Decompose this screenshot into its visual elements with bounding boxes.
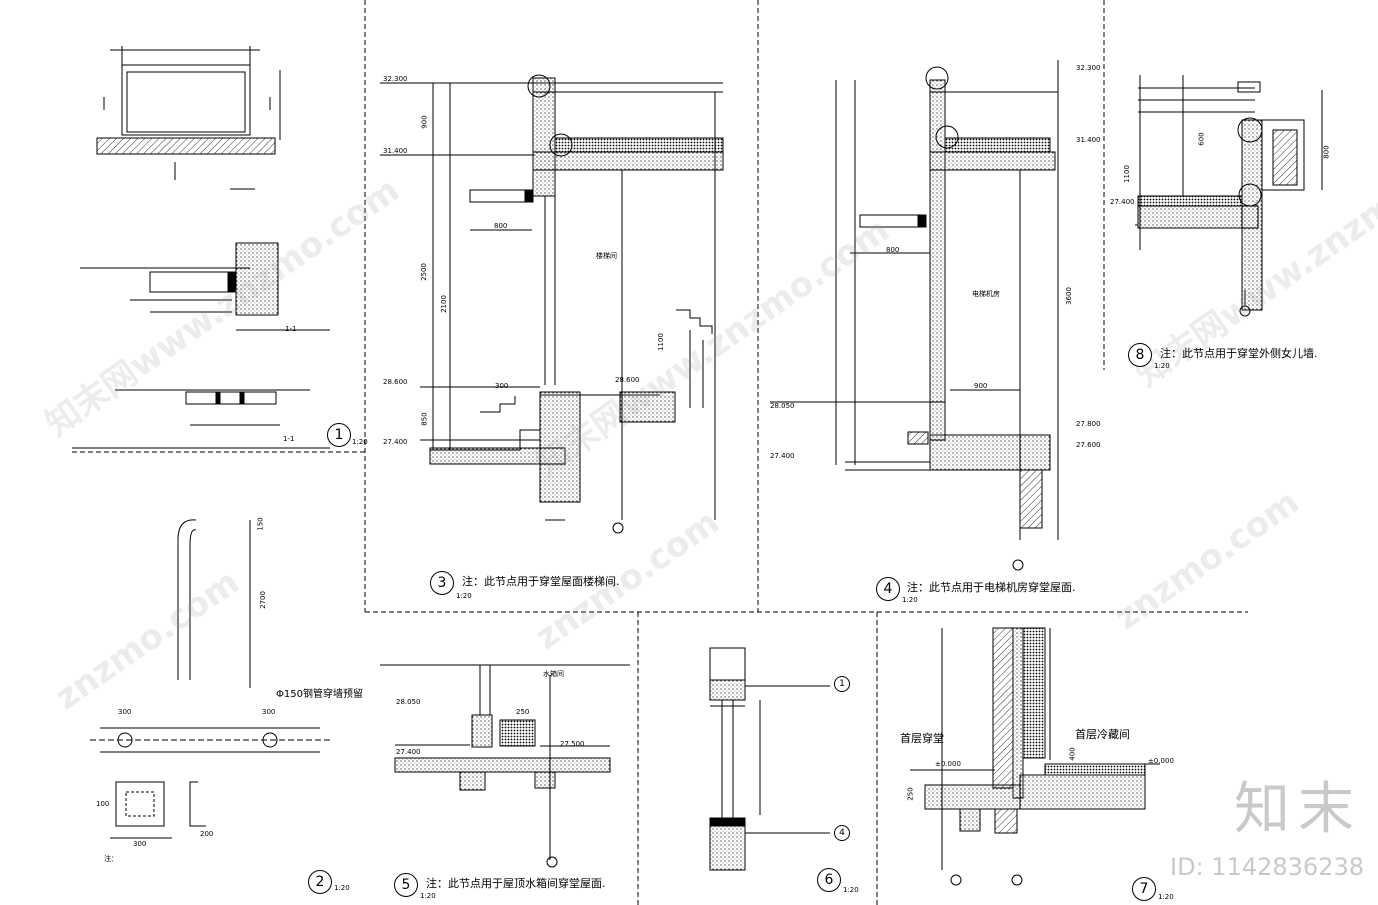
dimension: 200 (200, 830, 214, 838)
section-label: 1-1 (285, 325, 297, 333)
level-mark: 28.050 (770, 402, 795, 410)
room-label: 电梯机房 (972, 290, 1000, 298)
room-label: 楼梯间 (596, 252, 617, 260)
level-mark: 27.400 (396, 748, 421, 756)
dimension: 300 (495, 382, 509, 390)
level-mark: 32.300 (1076, 64, 1101, 72)
panel-8-number: 8 (1128, 343, 1152, 367)
level-mark: 27.500 (560, 740, 585, 748)
dimension: 300 (133, 840, 147, 848)
panel-5-note: 注：此节点用于屋顶水箱间穿堂屋面. (426, 877, 606, 890)
panel-5-number: 5 (394, 873, 418, 897)
panel-7-section (910, 627, 1160, 886)
panel-2-number: 2 (308, 870, 332, 894)
panel-3-number: 3 (430, 571, 454, 595)
detail-ref: 4 (834, 825, 850, 841)
panel-2-pipe (90, 519, 330, 839)
level-mark: 28.050 (396, 698, 421, 706)
panel-4-note: 注：此节点用于电梯机房穿堂屋面. (907, 581, 1076, 594)
level-mark: 27.400 (1110, 198, 1135, 206)
panel-4-scale: 1:20 (902, 596, 918, 604)
panel-2-scale: 1:20 (334, 884, 350, 892)
panel-4-number: 4 (876, 577, 900, 601)
level-mark: 27.400 (383, 438, 408, 446)
panel-4-section (770, 60, 1059, 571)
dimension: 850 (420, 412, 429, 426)
dimension: 600 (1197, 132, 1206, 146)
panel-3-section (380, 74, 724, 534)
brand-logo: 知末 (1234, 777, 1362, 842)
panel-5-section (380, 664, 630, 868)
dimension: 2500 (419, 263, 428, 281)
panel-dividers (72, 0, 1248, 905)
level-mark: 27.400 (770, 452, 795, 460)
dimension: 300 (118, 708, 132, 716)
level-mark: 31.400 (1076, 136, 1101, 144)
panel-3-scale: 1:20 (456, 592, 472, 600)
dimension: 250 (906, 787, 915, 801)
panel-8-section (1135, 75, 1323, 317)
dimension: 800 (1322, 145, 1331, 159)
level-mark: ±0.000 (935, 760, 961, 768)
panel-8-note: 注：此节点用于穿堂外侧女儿墙. (1160, 347, 1318, 360)
dimension: 900 (420, 115, 429, 129)
image-id: ID: 1142836238 (1170, 853, 1364, 881)
detail-ref: 1 (834, 676, 850, 692)
level-mark: ±0.000 (1148, 757, 1174, 765)
dimension: 2100 (439, 295, 448, 313)
dimension: 400 (1068, 747, 1077, 761)
panel-7-scale: 1:20 (1158, 893, 1174, 901)
room-label: 首层穿堂 (900, 732, 944, 745)
dimension: 1100 (656, 333, 665, 351)
level-mark: 27.600 (1076, 441, 1101, 449)
panel-5-scale: 1:20 (420, 892, 436, 900)
dimension: 800 (494, 222, 508, 230)
dimension: 2700 (258, 591, 267, 609)
section-label: 1-1 (283, 435, 295, 443)
dimension: 1100 (1122, 165, 1131, 183)
dimension: 900 (974, 382, 988, 390)
level-mark: 27.800 (1076, 420, 1101, 428)
panel-7-number: 7 (1132, 877, 1156, 901)
dimension: 250 (516, 708, 530, 716)
room-label: 首层冷藏间 (1075, 728, 1130, 741)
panel-1-scale: 1:20 (352, 438, 368, 446)
dimension: 3600 (1064, 287, 1073, 305)
level-mark: 32.300 (383, 75, 408, 83)
dimension: 800 (886, 246, 900, 254)
panel-1-detail (72, 46, 330, 449)
panel-8-scale: 1:20 (1154, 362, 1170, 370)
room-label: 水箱间 (543, 670, 564, 678)
panel-6-scale: 1:20 (843, 886, 859, 894)
dimension: 150 (256, 517, 265, 531)
dimension: 100 (96, 800, 110, 808)
panel-6-number: 6 (817, 868, 841, 892)
level-mark: 28.600 (383, 378, 408, 386)
level-mark: 31.400 (383, 147, 408, 155)
level-mark: 28.600 (615, 376, 640, 384)
panel-6-section (709, 647, 830, 871)
note-label: 注： (104, 855, 118, 863)
panel-3-note: 注：此节点用于穿堂屋面楼梯间. (462, 575, 620, 588)
dimension: 300 (262, 708, 276, 716)
panel-1-number: 1 (327, 423, 351, 447)
pipe-label: Φ150钢管穿墙预留 (276, 689, 363, 700)
